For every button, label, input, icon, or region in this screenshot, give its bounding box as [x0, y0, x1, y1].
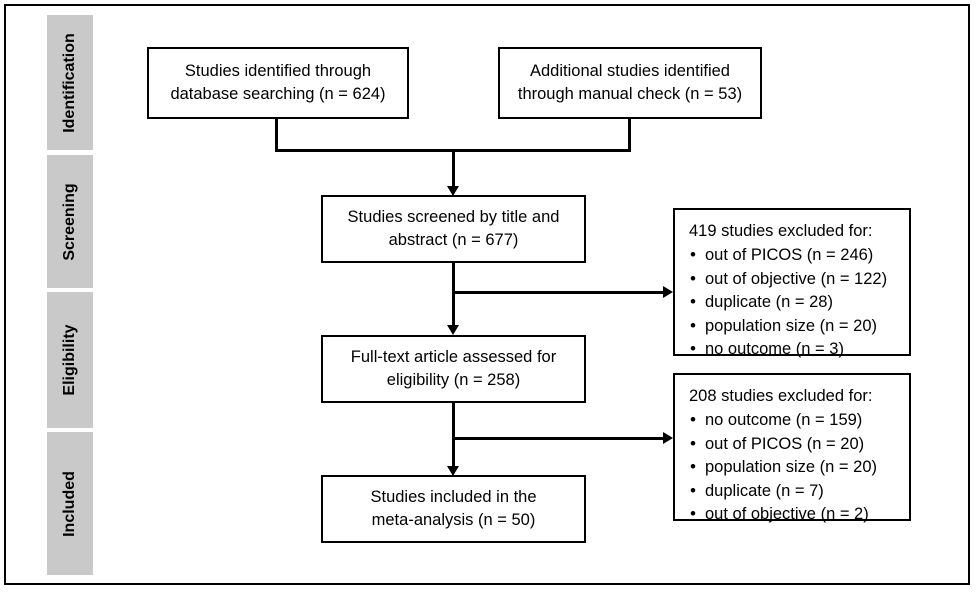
list-item: out of objective (n = 122) [689, 267, 909, 292]
connector-merge-bar [275, 149, 631, 152]
box-screening-exclusions: 419 studies excluded for: out of PICOS (… [673, 208, 911, 362]
arrowhead-to-screening [447, 186, 459, 196]
arrowhead-to-fulltext [447, 325, 459, 335]
list-item: out of objective (n = 2) [689, 502, 909, 527]
box-manual-check-text: Additional studies identified through ma… [517, 62, 743, 103]
connector-screening-down [452, 263, 455, 328]
box-full-text-assessed-text: Full-text article assessed for eligibili… [350, 348, 557, 389]
screening-exclusions-list: out of PICOS (n = 246) out of objective … [689, 243, 909, 362]
phase-bar-included: Included [47, 432, 93, 575]
phase-label-screening: Screening [61, 182, 78, 261]
screening-exclusions-title: 419 studies excluded for: [689, 222, 873, 240]
box-full-text-assessed: Full-text article assessed for eligibili… [321, 335, 586, 403]
list-item: no outcome (n = 3) [689, 337, 909, 362]
connector-fulltext-down [452, 403, 455, 469]
list-item: out of PICOS (n = 20) [689, 432, 909, 457]
eligibility-exclusions-list: no outcome (n = 159) out of PICOS (n = 2… [689, 408, 909, 527]
list-item: duplicate (n = 28) [689, 290, 909, 315]
phase-bar-screening: Screening [47, 155, 93, 288]
phase-label-identification: Identification [61, 32, 78, 133]
connector-manual-stub [628, 118, 631, 152]
list-item: population size (n = 20) [689, 455, 909, 480]
connector-fulltext-branch [452, 437, 667, 440]
arrowhead-to-eligibility-exclusions [663, 432, 673, 444]
box-manual-check: Additional studies identified through ma… [498, 47, 762, 119]
phase-label-eligibility: Eligibility [61, 324, 78, 396]
arrowhead-to-screening-exclusions [663, 286, 673, 298]
box-studies-included: Studies included in the meta-analysis (n… [321, 475, 586, 543]
phase-label-included: Included [61, 470, 78, 537]
box-studies-screened-text: Studies screened by title and abstract (… [347, 208, 560, 249]
arrowhead-to-included [447, 466, 459, 476]
list-item: no outcome (n = 159) [689, 408, 909, 433]
box-studies-screened: Studies screened by title and abstract (… [321, 195, 586, 263]
connector-screening-branch [452, 291, 667, 294]
phase-bar-identification: Identification [47, 15, 93, 150]
phase-bar-eligibility: Eligibility [47, 292, 93, 428]
box-database-search-text: Studies identified through database sear… [170, 62, 386, 103]
list-item: duplicate (n = 7) [689, 479, 909, 504]
list-item: out of PICOS (n = 246) [689, 243, 909, 268]
eligibility-exclusions-title: 208 studies excluded for: [689, 387, 873, 405]
list-item: population size (n = 20) [689, 314, 909, 339]
connector-merge-down [452, 151, 455, 189]
box-database-search: Studies identified through database sear… [147, 47, 409, 119]
box-studies-included-text: Studies included in the meta-analysis (n… [370, 488, 537, 529]
box-eligibility-exclusions: 208 studies excluded for: no outcome (n … [673, 373, 911, 527]
connector-database-stub [275, 118, 278, 152]
